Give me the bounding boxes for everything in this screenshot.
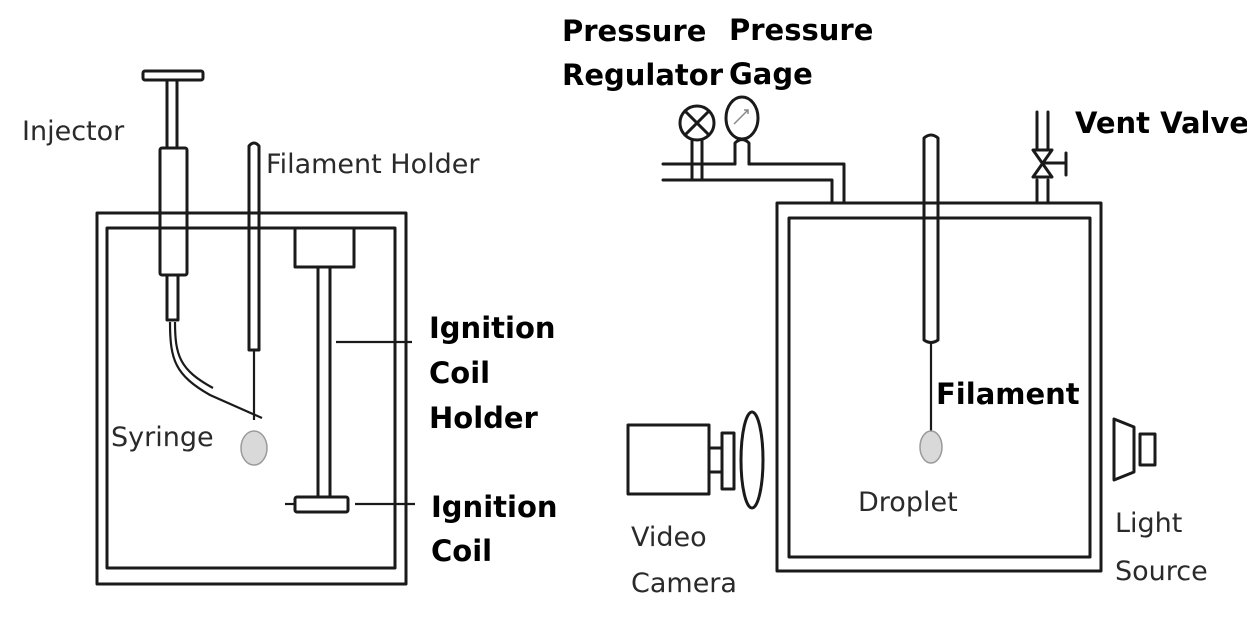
label-filament-holder: Filament Holder [266, 149, 480, 180]
pressure-gage-stem [733, 138, 751, 166]
label-vent-valve: Vent Valve [1075, 106, 1247, 140]
injector-plunger-rod [165, 78, 179, 150]
filament-assembly-right [919, 133, 943, 464]
filament-holder-rod [247, 141, 261, 352]
label-light-source-line2: Source [1115, 556, 1208, 587]
injector-plunger-handle [141, 69, 205, 82]
right-chamber-outer-wall [775, 201, 1103, 573]
gas-inlet-piping [661, 95, 846, 205]
video-camera-lens-mount [720, 431, 736, 491]
vent-pipe-lower [1035, 178, 1050, 205]
pressure-regulator-stem [690, 138, 704, 182]
injector-barrel [158, 146, 189, 277]
video-camera-neck [707, 446, 724, 474]
right-chamber-inner-wall [787, 216, 1092, 559]
ignition-coil-holder-mount [293, 226, 356, 269]
injector-nozzle [165, 273, 180, 322]
label-light-source-line1: Light [1115, 508, 1182, 539]
label-ignition-coil-line1: Ignition [431, 490, 558, 524]
vent-valve-handle [1041, 151, 1068, 177]
label-pressure-regulator-line2: Regulator [562, 58, 724, 92]
filament-holder-assembly [240, 141, 268, 466]
injector-assembly [141, 69, 263, 420]
label-filament: Filament [936, 377, 1080, 411]
label-video-camera-line2: Camera [631, 568, 737, 599]
light-source-housing [1112, 417, 1136, 482]
label-droplet: Droplet [858, 487, 958, 518]
pressure-gage-needle [733, 109, 749, 125]
inlet-pipe-lower [661, 178, 834, 205]
left-chamber-outer-wall [95, 211, 408, 586]
syringe-tube [168, 321, 263, 420]
droplet-right [919, 430, 943, 464]
ignition-coil-holder-assembly [285, 226, 415, 514]
inlet-pipe-upper [661, 162, 846, 205]
ignition-coil [293, 495, 350, 514]
label-pressure-gage-line1: Pressure [729, 13, 873, 47]
ignition-coil-holder-rod [316, 265, 332, 499]
video-camera-lens [739, 410, 765, 510]
pressure-regulator-cross [683, 109, 711, 137]
vent-valve-assembly [1031, 110, 1068, 205]
light-source-assembly [1112, 417, 1157, 482]
right-chamber [775, 201, 1103, 573]
label-ignition-coil-holder-line1: Ignition [429, 311, 556, 345]
video-camera-assembly [626, 410, 765, 510]
filament-holder-rod-right [922, 133, 940, 344]
syringe-tube-outer [173, 321, 214, 389]
pressure-gage-icon [724, 95, 760, 141]
light-source-bulb [1138, 432, 1157, 467]
pressure-regulator-icon [678, 104, 716, 142]
label-ignition-coil-holder-line3: Holder [429, 401, 539, 435]
label-ignition-coil-line2: Coil [431, 534, 492, 568]
label-injector: Injector [22, 116, 125, 147]
droplet-left [240, 430, 268, 466]
vent-pipe-upper [1035, 110, 1050, 150]
label-pressure-regulator-line1: Pressure [562, 14, 706, 48]
label-ignition-coil-holder-line2: Coil [429, 356, 490, 390]
label-video-camera-line1: Video [631, 522, 707, 553]
vent-valve-icon [1031, 148, 1054, 179]
label-pressure-gage-line2: Gage [729, 57, 813, 91]
left-chamber [95, 211, 408, 586]
left-chamber-inner-wall [105, 226, 397, 570]
video-camera-body [626, 423, 711, 496]
label-syringe: Syringe [111, 422, 214, 453]
